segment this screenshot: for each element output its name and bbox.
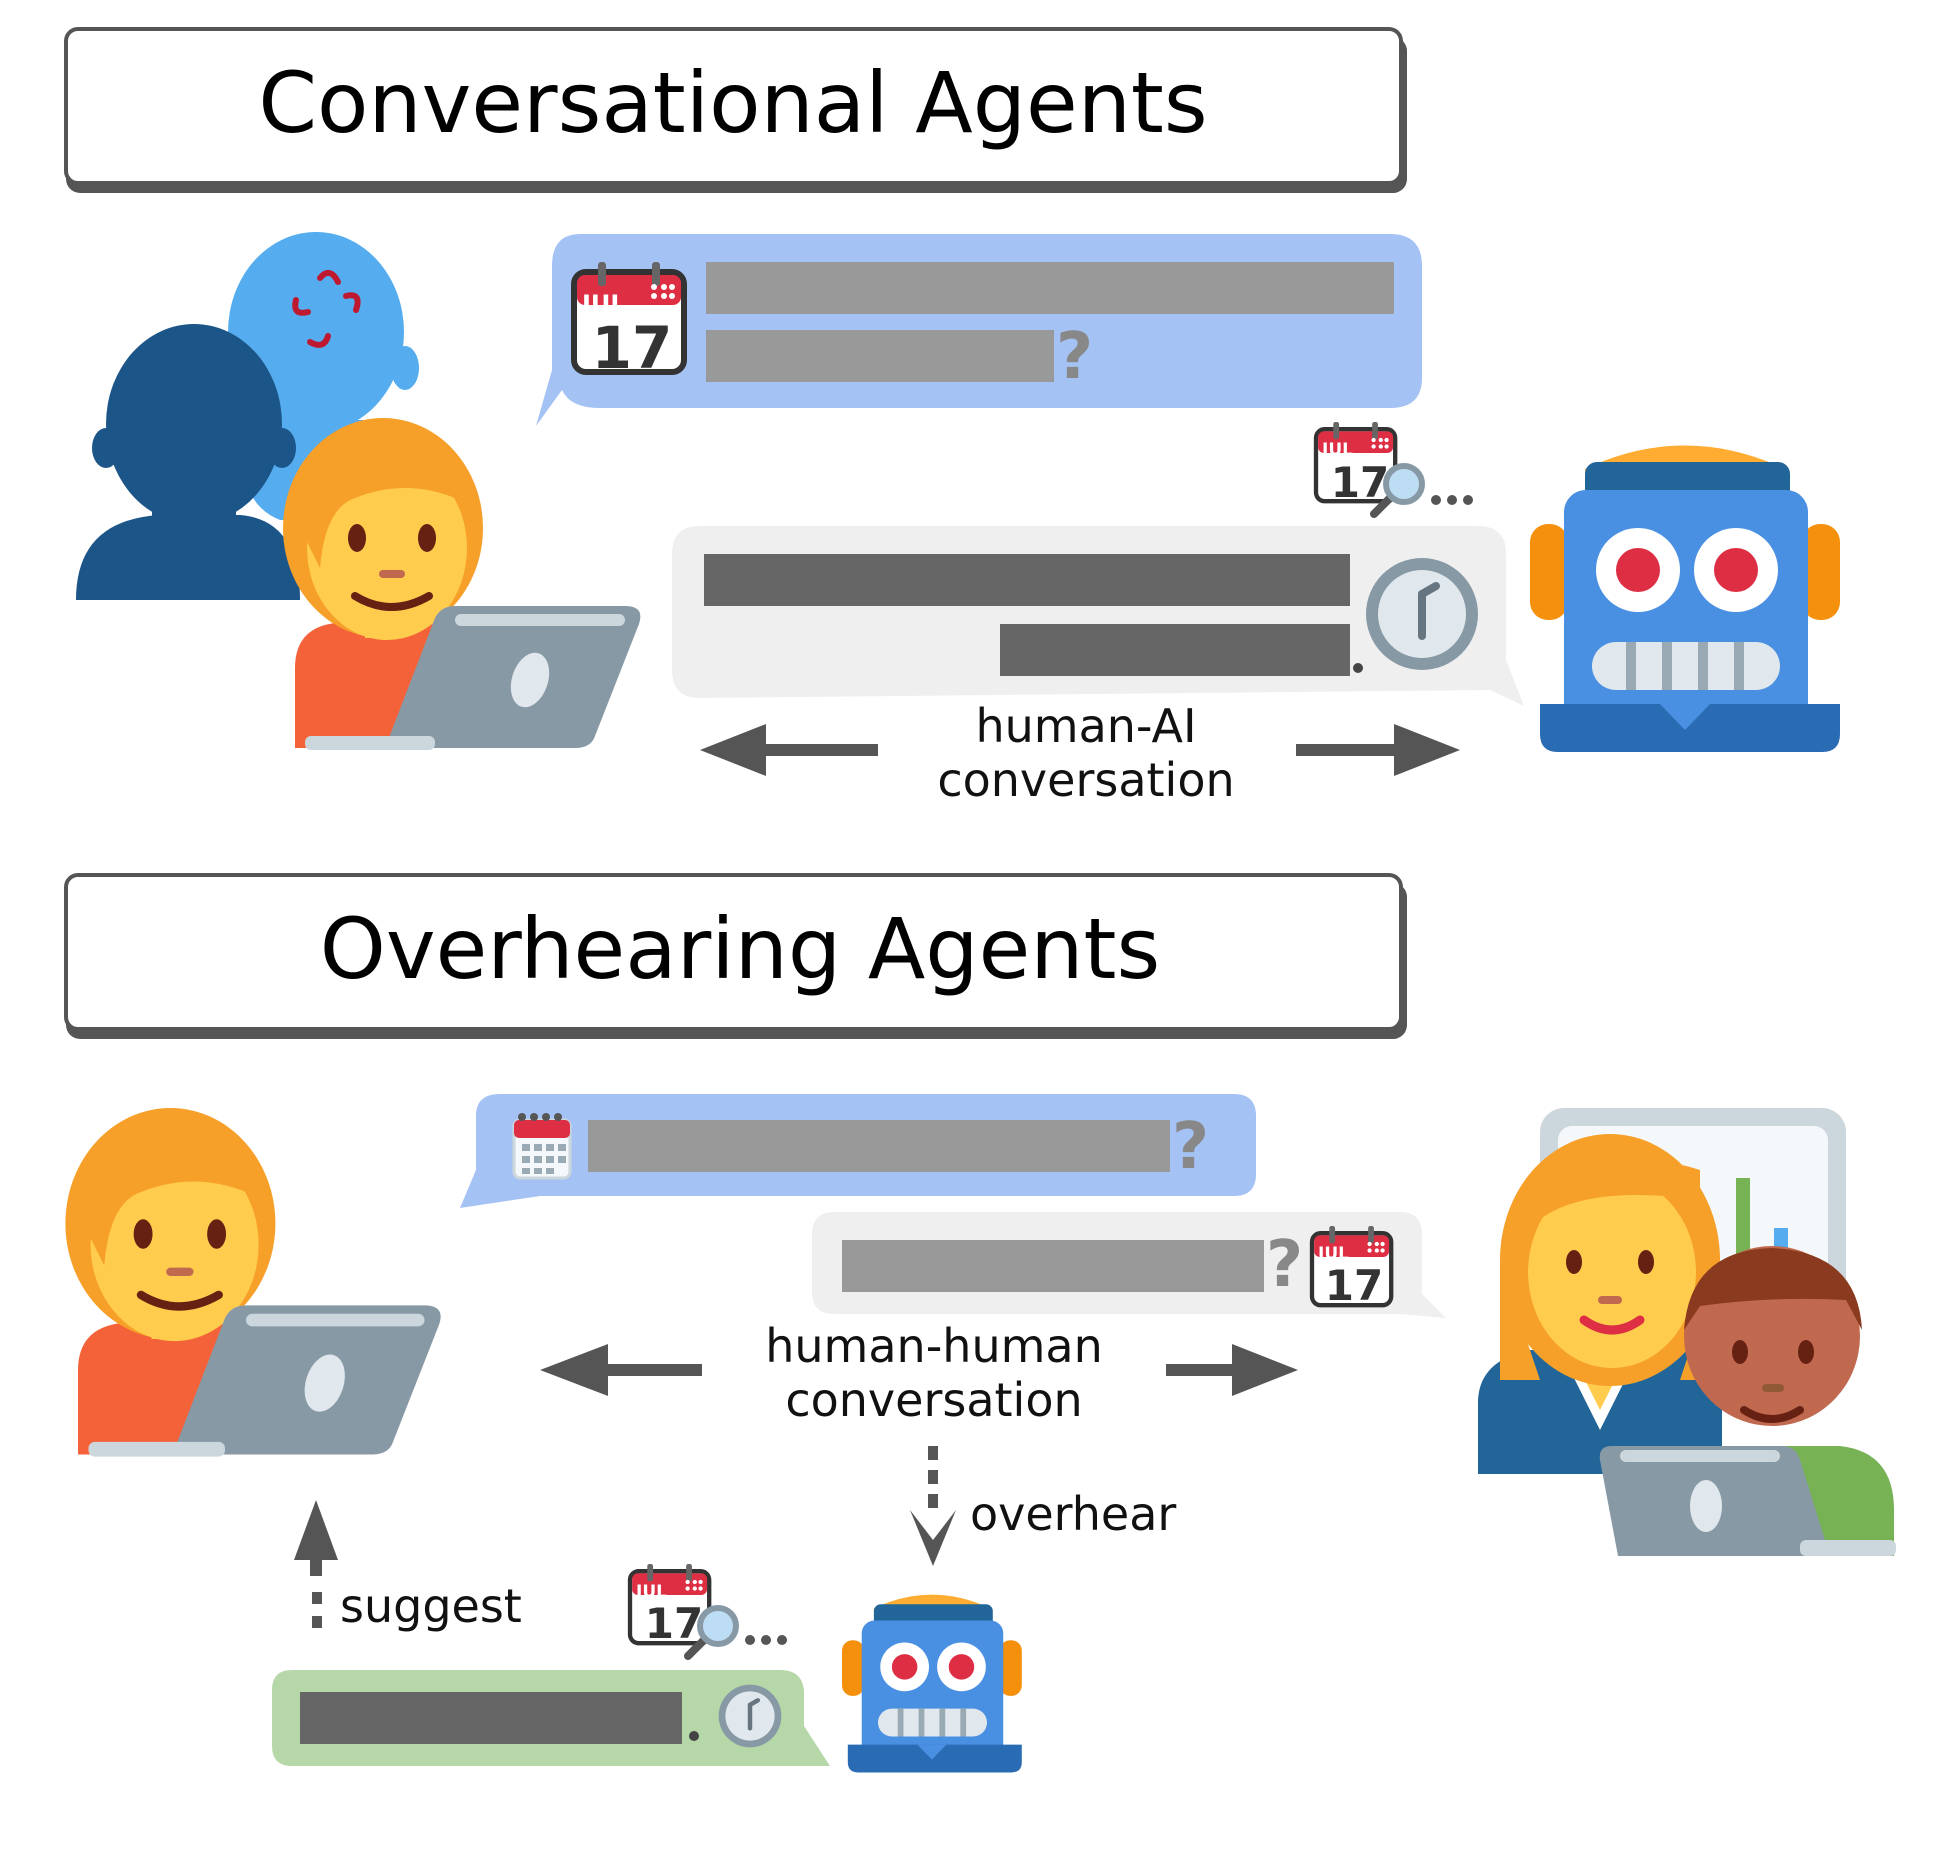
svg-text:17: 17	[592, 314, 673, 382]
svg-text:JUL: JUL	[635, 1582, 667, 1602]
overhear-arrow	[910, 1446, 956, 1566]
agent-suggestion-bubble	[272, 1670, 830, 1766]
overhear-label: overhear	[970, 1487, 1176, 1541]
clock-icon	[719, 1685, 782, 1748]
text-placeholder-bar	[706, 262, 1394, 314]
text-placeholder-bar	[706, 330, 1054, 382]
period-dot	[689, 1731, 699, 1741]
left-arrow	[700, 724, 878, 776]
svg-text:17: 17	[645, 1599, 703, 1648]
calendar-search-icon: JUL 17	[630, 1564, 787, 1656]
suggest-arrow	[294, 1500, 338, 1628]
conversational-title-box: Conversational Agents	[64, 27, 1407, 193]
overhearing-title: Overhearing Agents	[320, 900, 1161, 998]
right-arrow	[1296, 724, 1460, 776]
svg-text:17: 17	[1325, 1261, 1383, 1310]
robot-agent-icon	[842, 1594, 1022, 1773]
text-placeholder-bar	[300, 1692, 682, 1744]
human-human-label-line1: human-human	[765, 1319, 1103, 1373]
left-arrow	[540, 1344, 702, 1396]
svg-text:JUL: JUL	[1321, 440, 1353, 460]
background-people-icon	[76, 232, 419, 600]
human-question-bubble: ?	[460, 1094, 1256, 1208]
calendar-icon	[512, 1113, 572, 1180]
human-reply-bubble: ? JUL 17	[812, 1212, 1446, 1318]
period-dot	[1353, 663, 1363, 673]
question-mark: ?	[1266, 1228, 1303, 1302]
svg-text:17: 17	[1331, 458, 1389, 507]
overhearing-title-box: Overhearing Agents	[64, 873, 1407, 1039]
conversational-title: Conversational Agents	[258, 54, 1207, 152]
text-placeholder-bar	[1000, 624, 1350, 676]
human-human-label-line2: conversation	[785, 1373, 1082, 1427]
question-mark: ?	[1172, 1110, 1209, 1184]
suggest-label: suggest	[340, 1579, 522, 1633]
right-arrow	[1166, 1344, 1298, 1396]
text-placeholder-bar	[842, 1240, 1264, 1292]
clock-icon	[1366, 558, 1478, 670]
svg-text:JUL: JUL	[580, 290, 626, 318]
text-placeholder-bar	[704, 554, 1350, 606]
coworkers-presentation-icon	[1478, 1108, 1896, 1556]
robot-agent-icon	[1530, 445, 1840, 752]
human-ai-label-line2: conversation	[937, 753, 1234, 807]
svg-text:JUL: JUL	[1317, 1244, 1349, 1264]
calendar-search-icon: JUL 17	[1316, 422, 1473, 514]
calendar-icon: JUL 17	[574, 262, 684, 382]
question-mark: ?	[1056, 320, 1093, 394]
calendar-icon: JUL 17	[1312, 1226, 1391, 1310]
user-with-laptop-icon	[283, 418, 640, 750]
human-ai-label-line1: human-AI	[975, 699, 1196, 753]
user-with-laptop-icon	[65, 1108, 440, 1457]
agent-response-bubble	[672, 526, 1524, 706]
text-placeholder-bar	[588, 1120, 1170, 1172]
user-question-bubble: ? JUL 17	[536, 234, 1422, 426]
